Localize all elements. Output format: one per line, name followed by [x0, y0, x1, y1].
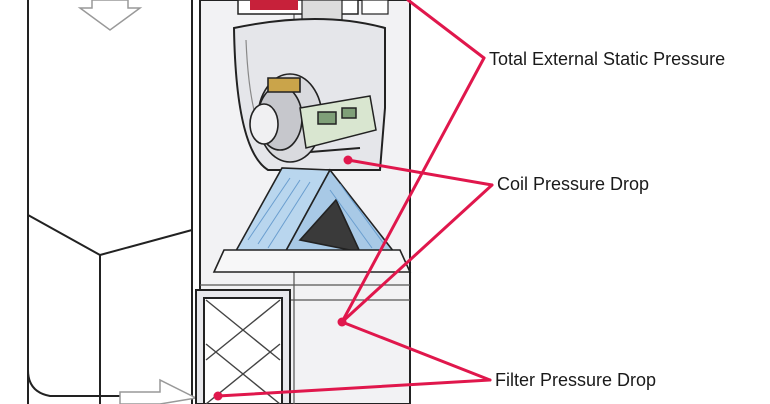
label-filter-pressure-drop: Filter Pressure Drop — [495, 370, 657, 390]
leader-line-total-lower — [340, 56, 486, 324]
leader-line-coil-lower — [340, 183, 494, 324]
label-coil-pressure-drop: Coil Pressure Drop — [497, 174, 650, 194]
leader-line-filter-lower — [216, 378, 492, 398]
control-board — [299, 95, 377, 153]
leader-endpoints — [213, 155, 353, 401]
airflow-arrow-bottom — [119, 378, 199, 404]
leader-line-filter-upper — [340, 320, 492, 382]
return-duct — [27, 0, 193, 404]
leader-line-total-upper — [406, 0, 486, 60]
air-filter — [195, 289, 291, 404]
leader-lines — [216, 0, 494, 398]
airflow-arrow-top — [77, 0, 143, 31]
supply-plenum — [237, 0, 389, 23]
label-total-external-static-pressure: Total External Static Pressure — [489, 49, 726, 69]
endpoint-coil — [343, 155, 353, 165]
evaporator-coil — [212, 167, 412, 273]
leader-line-coil — [346, 158, 494, 187]
endpoint-filter — [213, 391, 223, 401]
endpoint-plenum — [337, 317, 347, 327]
